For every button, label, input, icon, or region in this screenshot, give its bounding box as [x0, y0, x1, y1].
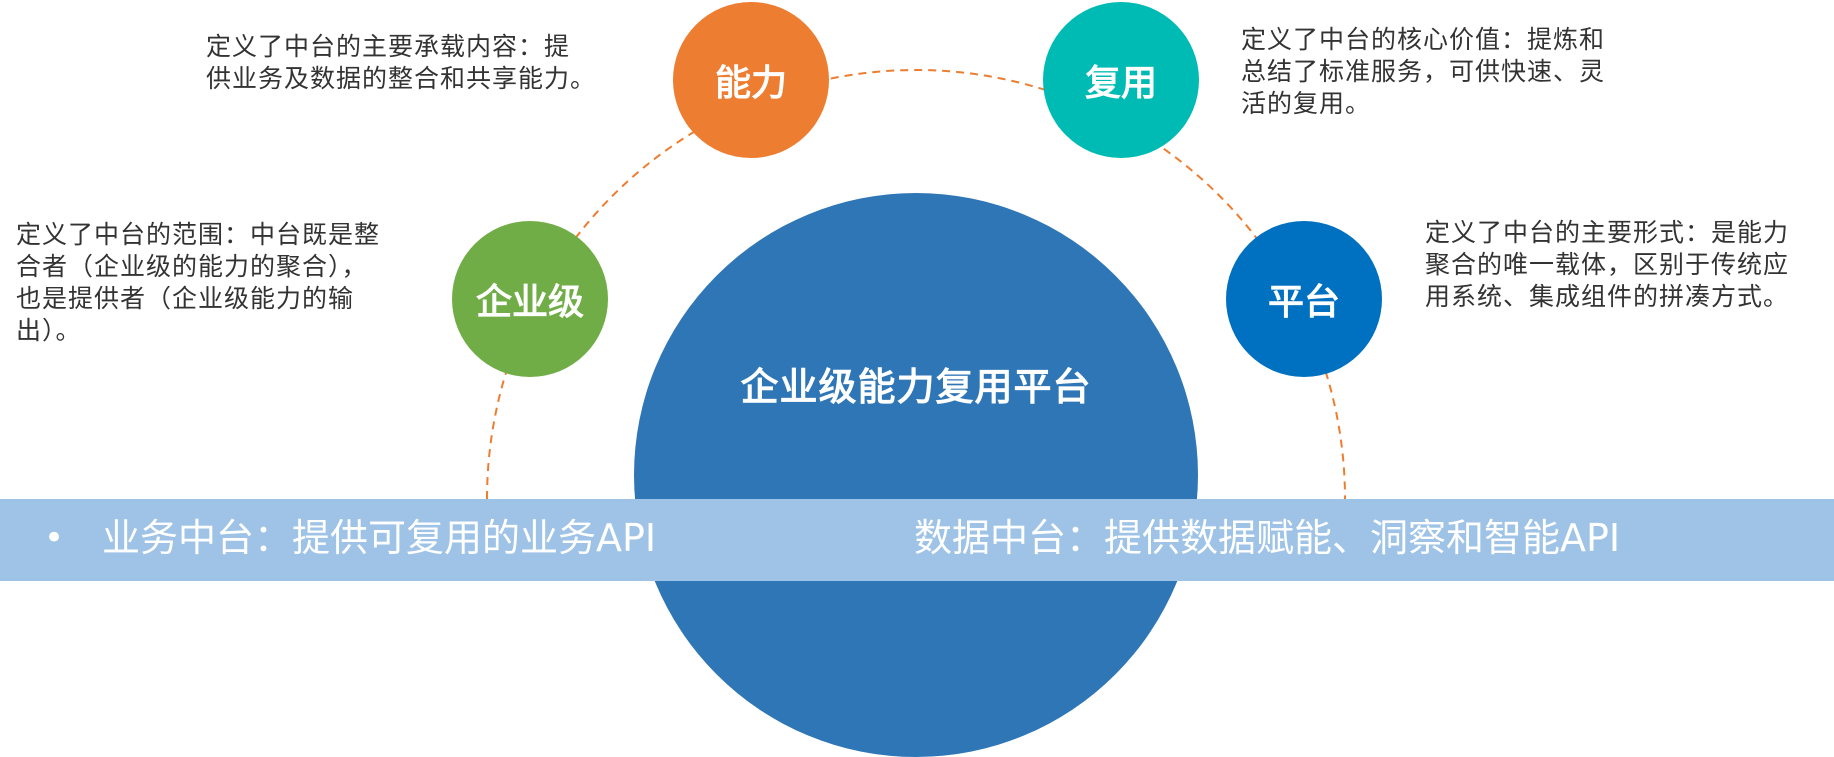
desc-reuse-line: 定义了中台的核心价值：提炼和 [1241, 25, 1606, 54]
data-platform-text: 数据中台：提供数据赋能、洞察和智能API [914, 516, 1621, 560]
desc-capability-line: 供业务及数据的整合和共享能力。 [206, 64, 597, 93]
node-reuse: 复用 [1043, 2, 1199, 158]
desc-reuse-line: 活的复用。 [1241, 89, 1372, 118]
desc-reuse: 定义了中台的核心价值：提炼和 总结了标准服务，可供快速、灵 活的复用。 [1241, 24, 1605, 120]
node-platform: 平台 [1226, 221, 1382, 377]
desc-capability-line: 定义了中台的主要承载内容：提 [206, 32, 571, 61]
desc-enterprise-line: 出）。 [16, 316, 82, 345]
bottom-bar [0, 499, 1834, 581]
desc-platform: 定义了中台的主要形式：是能力 聚合的唯一载体，区别于传统应 用系统、集成组件的拼… [1425, 217, 1789, 313]
node-platform-label: 平台 [1267, 282, 1340, 323]
business-platform-text: 业务中台：提供可复用的业务API [102, 516, 657, 560]
node-reuse-label: 复用 [1084, 63, 1157, 104]
desc-capability: 定义了中台的主要承载内容：提 供业务及数据的整合和共享能力。 [206, 31, 596, 95]
node-capability-label: 能力 [714, 63, 787, 104]
center-title: 企业级能力复用平台 [740, 365, 1092, 409]
desc-enterprise-line: 也是提供者（企业级能力的输 [16, 284, 355, 313]
desc-reuse-line: 总结了标准服务，可供快速、灵 [1241, 57, 1606, 86]
node-enterprise: 企业级 [452, 221, 608, 377]
bullet-icon: • [44, 518, 65, 558]
node-enterprise-label: 企业级 [475, 282, 584, 323]
desc-platform-line: 聚合的唯一载体，区别于传统应 [1425, 250, 1790, 279]
desc-enterprise-line: 合者（企业级的能力的聚合）， [16, 252, 368, 281]
desc-platform-line: 定义了中台的主要形式：是能力 [1425, 218, 1790, 247]
desc-enterprise-line: 定义了中台的范围：中台既是整 [16, 220, 381, 249]
center-semicircle [634, 193, 1198, 757]
desc-enterprise: 定义了中台的范围：中台既是整 合者（企业级的能力的聚合）， 也是提供者（企业级能… [16, 219, 380, 347]
node-capability: 能力 [673, 2, 829, 158]
desc-platform-line: 用系统、集成组件的拼凑方式。 [1425, 282, 1790, 311]
